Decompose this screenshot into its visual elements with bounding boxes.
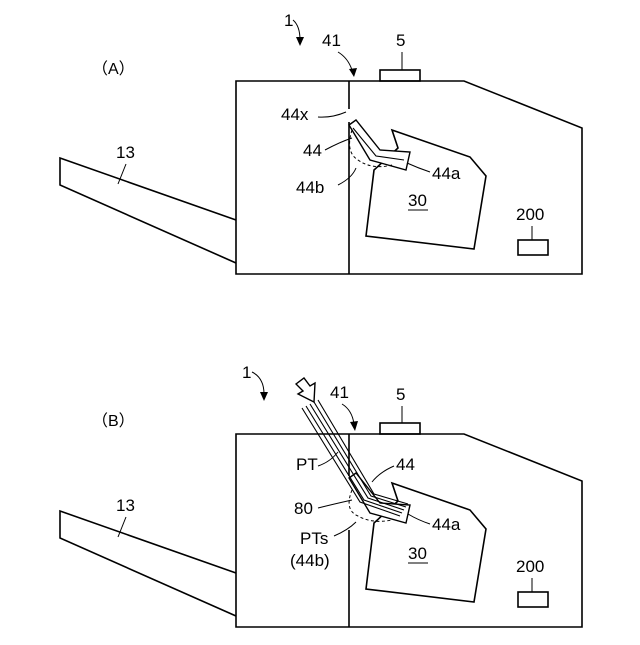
device-ref-b: 1 [242,363,251,382]
panel-b: （B） 1 41 5 13 30 [60,363,582,627]
sheets-end-alt-ref-b: (44b) [290,551,330,570]
guide-ref-b: 44 [396,455,415,474]
guide-tip-ref-a: 44a [432,164,461,183]
guide-leader-b [372,466,394,482]
device-ref-arrowhead-a [296,37,304,46]
guide-top-ref-a: 44x [281,105,309,124]
top-part-a [380,70,420,81]
sensor-ref-b: 80 [294,499,313,518]
guide-tip-leader-a [407,163,430,172]
unit-ref-b: 30 [408,544,427,563]
unit-b [366,483,486,602]
device-ref-arrowhead-b [260,392,268,401]
guide-leader-a [325,138,352,150]
guide-bottom-leader-a [338,168,356,185]
sheets-ref-b: PT [296,455,318,474]
top-part-ref-a: 5 [396,31,405,50]
guide-tip-leader-b [408,514,430,524]
insert-direction-arrow-b [296,378,315,402]
slot-ref-leader-a [338,52,352,70]
unit-a [366,130,486,249]
guide-ref-a: 44 [303,141,322,160]
top-part-b [380,423,420,434]
guide-top-leader-a [318,112,346,117]
guide-bottom-ref-a: 44b [296,178,324,197]
sensor-leader-b [318,500,352,508]
unit-ref-a: 30 [408,191,427,210]
sheets-leader-b [318,452,338,466]
sheets-end-leader-b [334,522,356,536]
controller-ref-b: 200 [516,557,544,576]
slot-ref-b: 41 [330,383,349,402]
sheet-line-1 [310,404,404,510]
slot-ref-arrowhead-a [349,68,357,77]
top-part-ref-b: 5 [396,385,405,404]
controller-b [518,592,548,607]
sheets-end-ref-b: PTs [300,529,328,548]
controller-a [518,240,548,255]
slot-ref-leader-b [342,404,354,424]
tray-b [60,511,236,616]
guide-tip-ref-b: 44a [432,515,461,534]
panel-b-label: （B） [92,412,135,430]
device-ref-leader-b [252,372,264,394]
slot-ref-arrowhead-b [350,421,358,431]
tray-ref-b: 13 [116,496,135,515]
tray-ref-a: 13 [116,143,135,162]
device-ref-a: 1 [284,11,293,30]
panel-a: （A） 1 41 5 13 30 44x 44 [60,11,582,274]
sheets-bundle-b [302,400,408,516]
guide-a [349,120,410,170]
panel-a-label: （A） [92,60,135,78]
tray-a [60,158,236,263]
controller-ref-a: 200 [516,205,544,224]
slot-ref-a: 41 [322,31,341,50]
